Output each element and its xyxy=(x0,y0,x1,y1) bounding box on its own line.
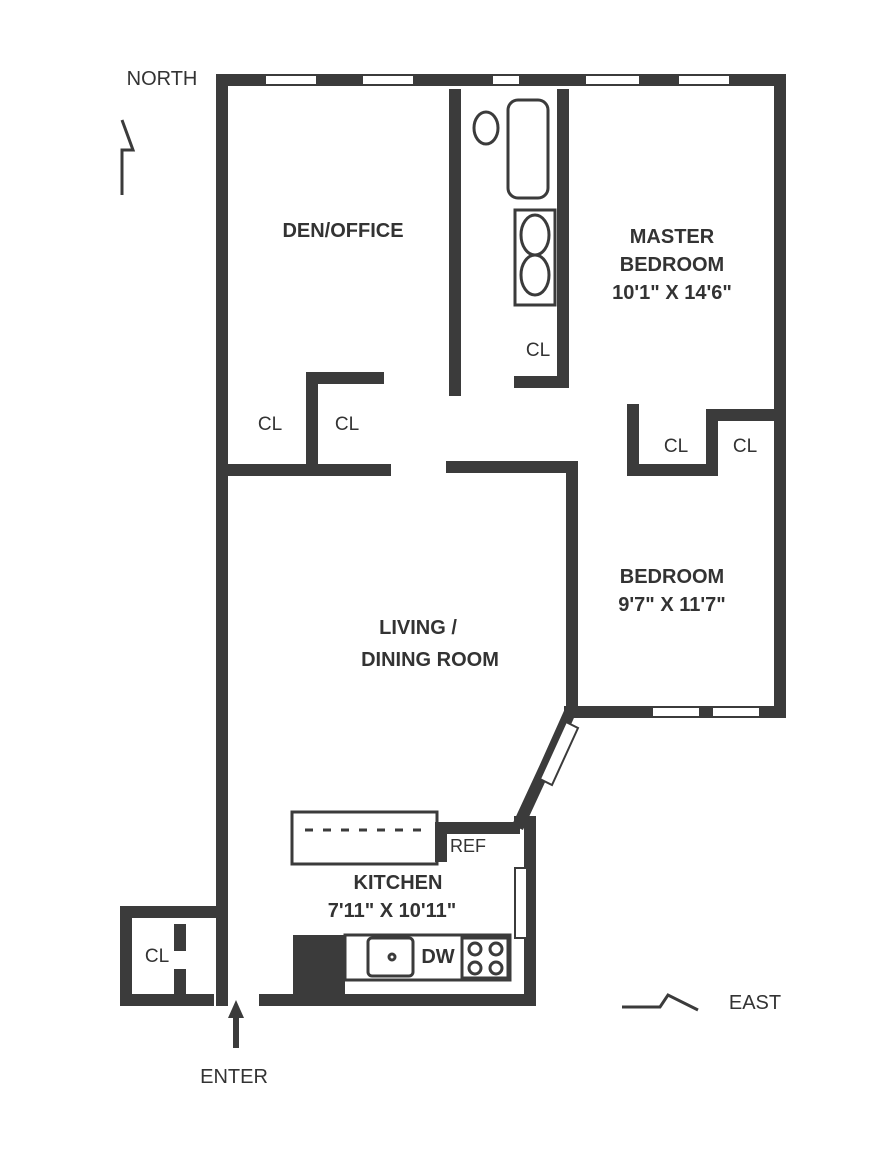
bedroom-size: 9'7" X 11'7" xyxy=(618,594,726,616)
kitchen-sink-icon xyxy=(366,936,415,978)
walls xyxy=(120,74,786,1006)
kitchen-fixtures xyxy=(290,810,512,982)
kitchen-label: KITCHEN xyxy=(353,872,443,894)
master-bedroom-size: 10'1" X 14'6" xyxy=(612,282,732,304)
bathroom-fixtures xyxy=(472,98,557,307)
closet-label: CL xyxy=(663,436,689,457)
den-office-label: DEN/OFFICE xyxy=(282,220,404,242)
master-bedroom-label-2: BEDROOM xyxy=(619,254,725,276)
living-label-1: LIVING / xyxy=(379,617,457,639)
east-arrow-icon xyxy=(622,993,699,1012)
dishwasher-label: DW xyxy=(421,946,455,968)
enter-label: ENTER xyxy=(200,1066,268,1088)
closet-label: CL xyxy=(525,340,551,361)
east-label: EAST xyxy=(728,992,782,1014)
closet-label: CL xyxy=(144,946,170,967)
closet-label: CL xyxy=(732,436,758,457)
toilet-icon xyxy=(472,110,500,146)
stove-icon xyxy=(460,936,510,980)
closet-label: CL xyxy=(334,414,360,435)
fridge-label: REF xyxy=(450,836,486,856)
windows xyxy=(264,74,761,939)
bedroom-label: BEDROOM xyxy=(619,566,725,588)
kitchen-size: 7'11" X 10'11" xyxy=(327,900,457,922)
enter-arrow-icon xyxy=(228,1000,244,1048)
north-label: NORTH xyxy=(126,68,198,90)
north-arrow-icon xyxy=(120,119,136,195)
master-bedroom-label-1: MASTER xyxy=(629,226,715,248)
living-label-2: DINING ROOM xyxy=(361,649,499,671)
closet-label: CL xyxy=(257,414,283,435)
sink-icon xyxy=(519,253,551,297)
sink-icon xyxy=(519,213,551,257)
